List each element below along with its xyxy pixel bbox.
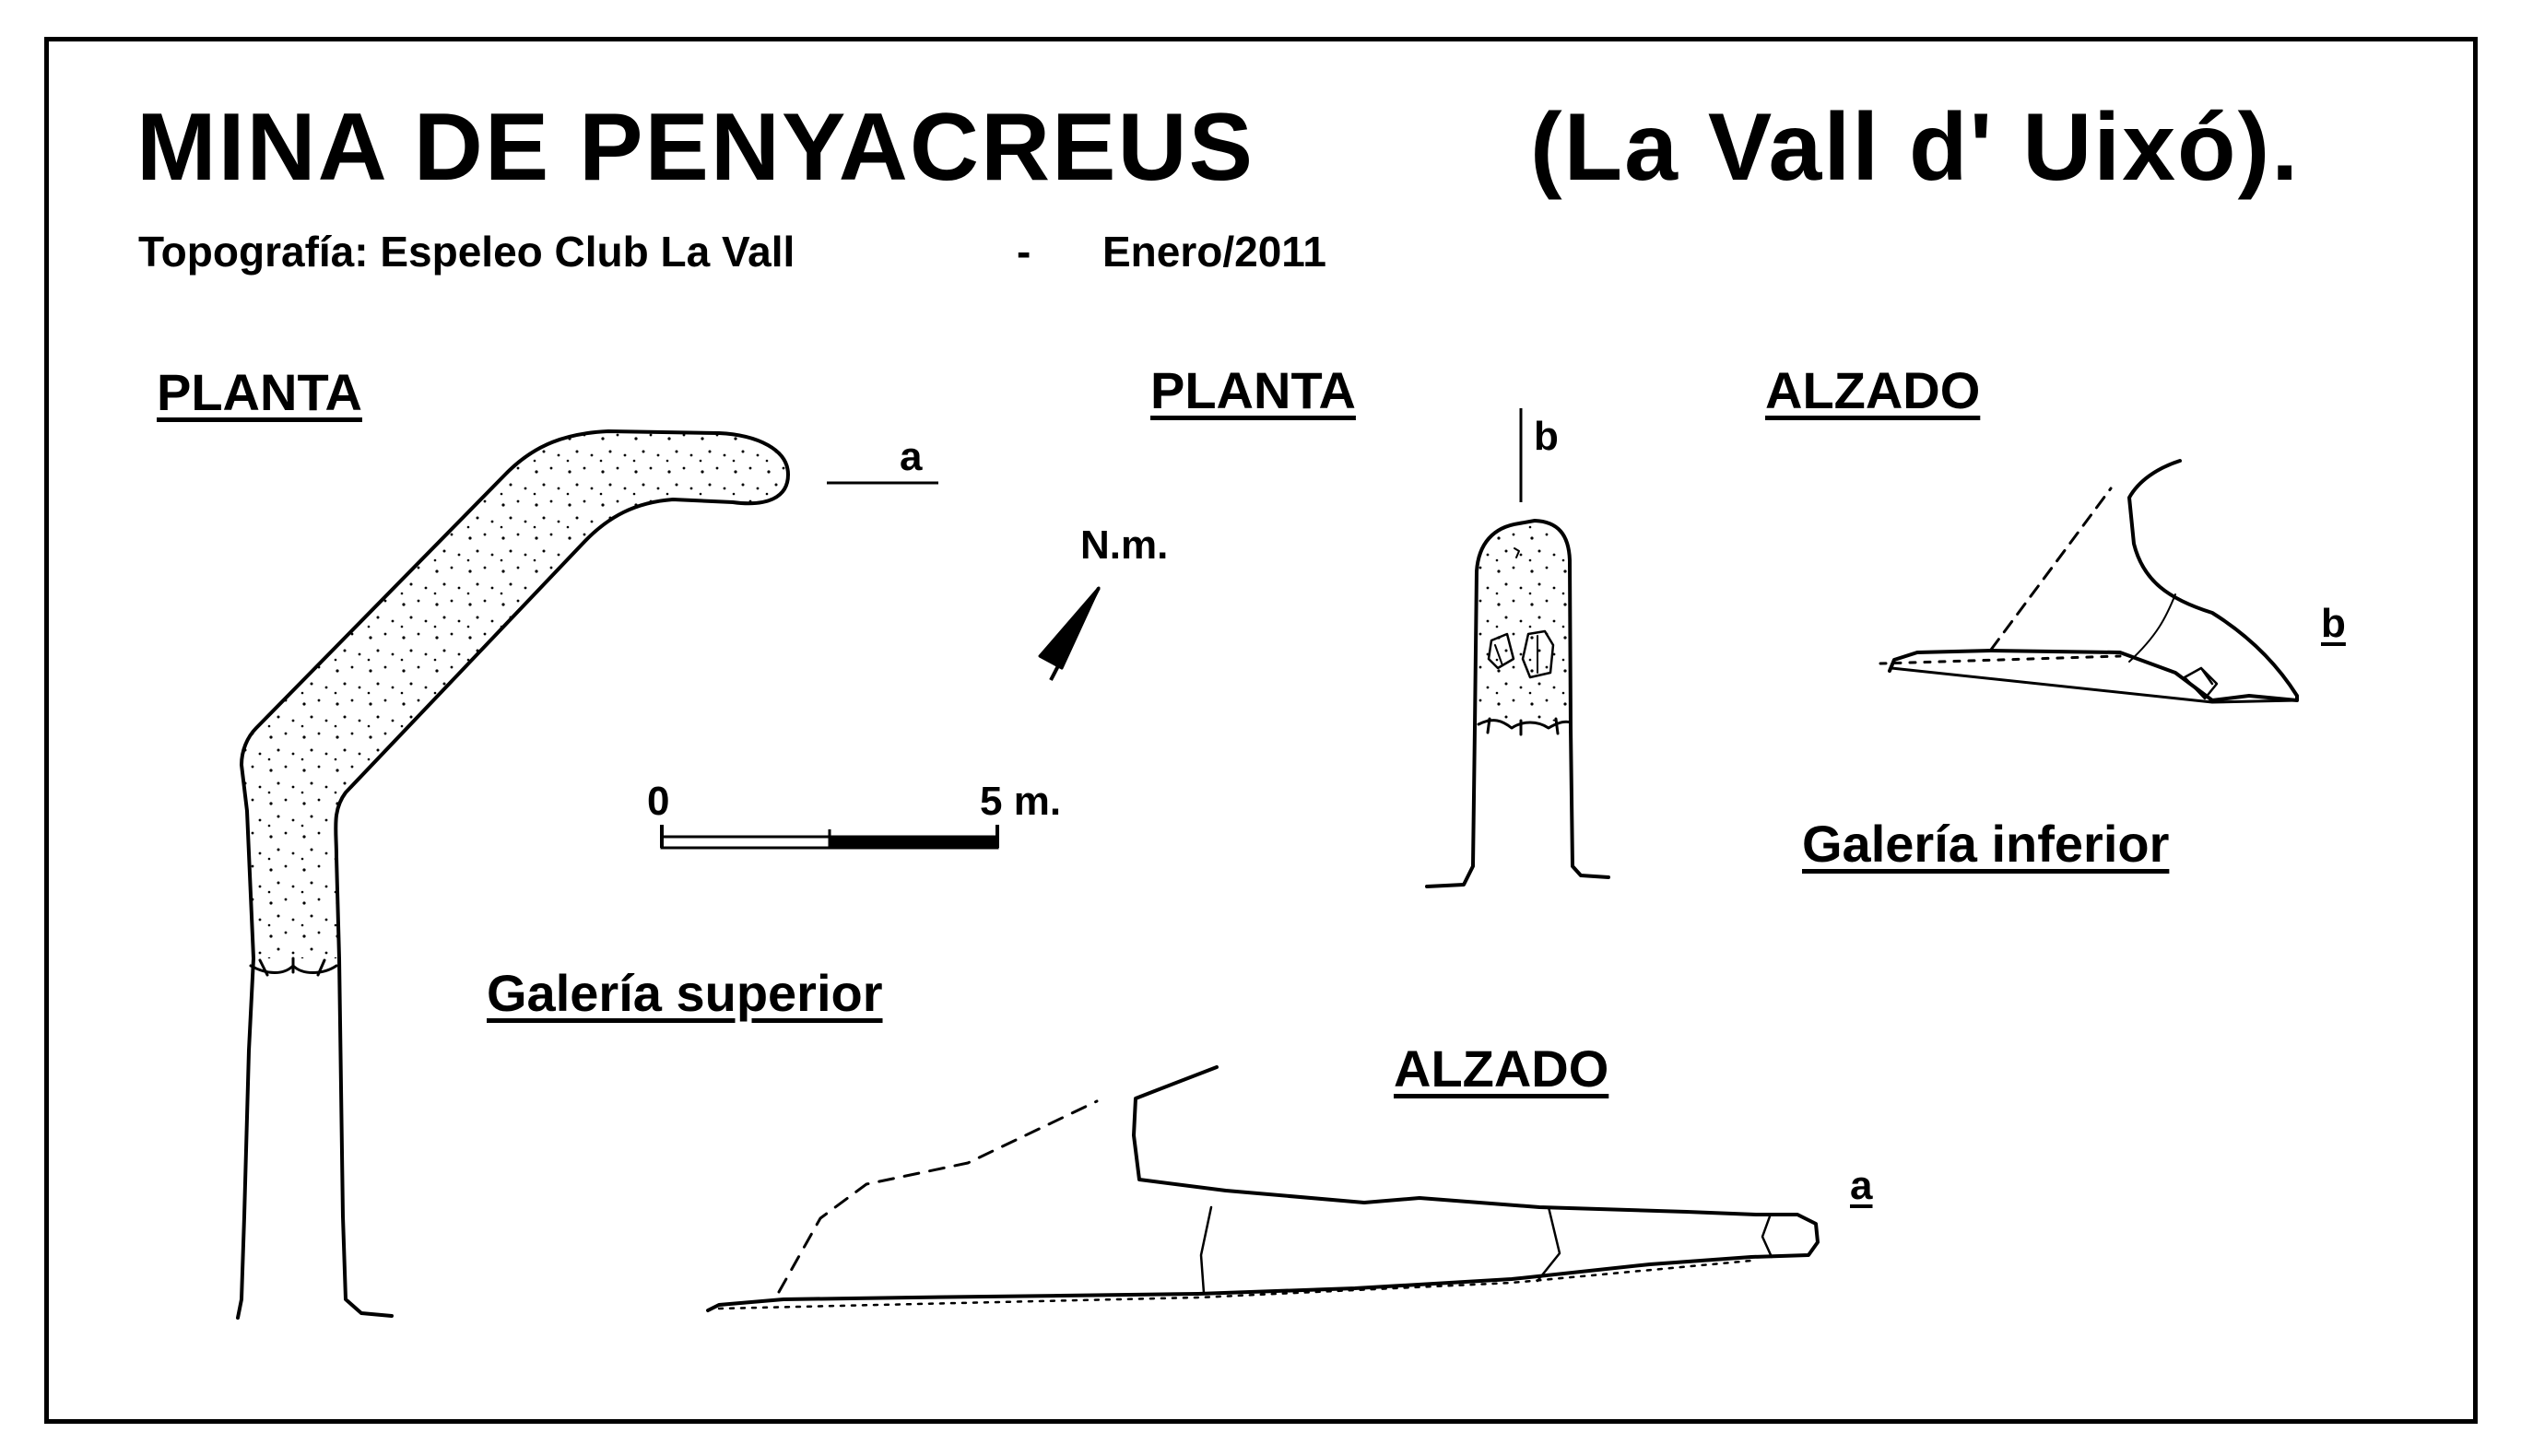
section-a-label-elev: a (1850, 1163, 1873, 1208)
lower-alzado-heading: ALZADO (1765, 361, 1981, 419)
survey-date: Enero/2011 (1102, 228, 1326, 276)
map-title: MINA DE PENYACREUS (136, 94, 1255, 201)
north-label: N.m. (1080, 523, 1169, 568)
north-arrow-icon (1038, 586, 1101, 681)
credit-separator: - (1017, 228, 1031, 276)
section-b-label-plan: b (1534, 414, 1559, 459)
upper-gallery-title: Galería superior (487, 964, 883, 1022)
lower-gallery-elevation (1879, 459, 2299, 704)
upper-gallery-elevation (706, 1065, 1820, 1312)
map-frame (44, 37, 2478, 1424)
section-a-label-plan: a (900, 434, 923, 479)
upper-alzado-heading: ALZADO (1394, 1039, 1609, 1098)
map-location: (La Vall d' Uixó). (1530, 94, 2301, 201)
lower-gallery-plan (1425, 519, 1610, 888)
upper-planta-heading: PLANTA (157, 363, 362, 421)
survey-credit: Topografía: Espeleo Club La Vall (138, 228, 795, 276)
lower-gallery-title: Galería inferior (1802, 815, 2170, 873)
lower-planta-heading: PLANTA (1150, 361, 1356, 419)
scale-end-label: 5 m. (980, 779, 1062, 824)
section-b-label-elev: b (2321, 601, 2346, 646)
upper-gallery-plan (236, 429, 790, 1320)
scale-zero-label: 0 (647, 779, 670, 824)
scale-bar (660, 825, 999, 850)
